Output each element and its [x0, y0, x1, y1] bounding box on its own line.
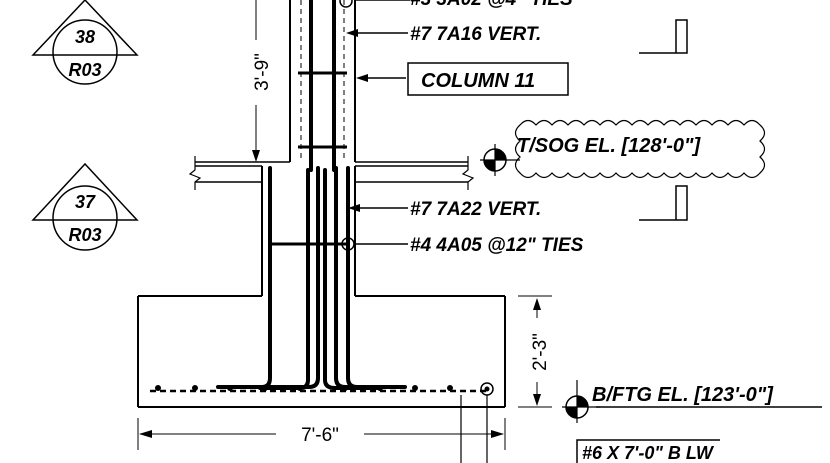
- elevation-target-bftg-icon: [562, 380, 822, 423]
- callout-vert-lower: #7 7A22 VERT.: [410, 199, 541, 220]
- tsog-cloud: [514, 119, 766, 179]
- slab-on-grade: [188, 156, 475, 190]
- dim-footing-width: [137, 418, 506, 450]
- vertical-rebar: [216, 0, 407, 390]
- callout-top-ties: #3 3A02 @4" TIES: [410, 0, 573, 10]
- mat-leaders: [460, 395, 488, 463]
- section-mark-38: 38 R03: [31, 0, 139, 85]
- column-outline: [289, 0, 356, 162]
- callout-tsog: T/SOG EL. [128'-0"]: [517, 135, 702, 157]
- pedestal-tie: [272, 237, 355, 251]
- pedestal-footing-outline: [137, 166, 506, 408]
- callout-vert-upper: #7 7A16 VERT.: [410, 24, 541, 45]
- column-ties: [298, 71, 347, 149]
- leader-vert-upper: [346, 29, 408, 37]
- return-mark-lower: [639, 185, 688, 221]
- section-mark-38-number: 38: [75, 27, 95, 47]
- dim-column-height-text: 3'-9": [252, 53, 273, 91]
- elevation-target-tsog-icon: [480, 144, 520, 176]
- section-mark-37-sheet: R03: [68, 225, 101, 245]
- dim-footing-depth-text: 2'-3": [530, 333, 551, 371]
- return-mark-upper: [639, 19, 688, 54]
- dim-column-height: [252, 0, 260, 162]
- dim-footing-width-text: 7'-6": [301, 425, 339, 446]
- leader-column: [356, 62, 569, 96]
- section-mark-38-sheet: R03: [68, 60, 101, 80]
- callout-column: COLUMN 11: [421, 70, 535, 92]
- leader-vert-lower: [348, 204, 408, 212]
- section-mark-37-number: 37: [75, 192, 96, 212]
- dim-footing-depth: [518, 295, 552, 408]
- bottom-bars-bracket: [576, 439, 720, 463]
- tie-marker-top: [339, 0, 353, 8]
- callout-bottom-bars: #6 X 7'-0" B LW: [582, 443, 715, 463]
- bottom-mat: [150, 382, 494, 396]
- callout-ties-lower: #4 4A05 @12" TIES: [410, 235, 584, 256]
- section-mark-37: 37 R03: [31, 162, 139, 251]
- callout-bftg: B/FTG EL. [123'-0"]: [592, 384, 774, 406]
